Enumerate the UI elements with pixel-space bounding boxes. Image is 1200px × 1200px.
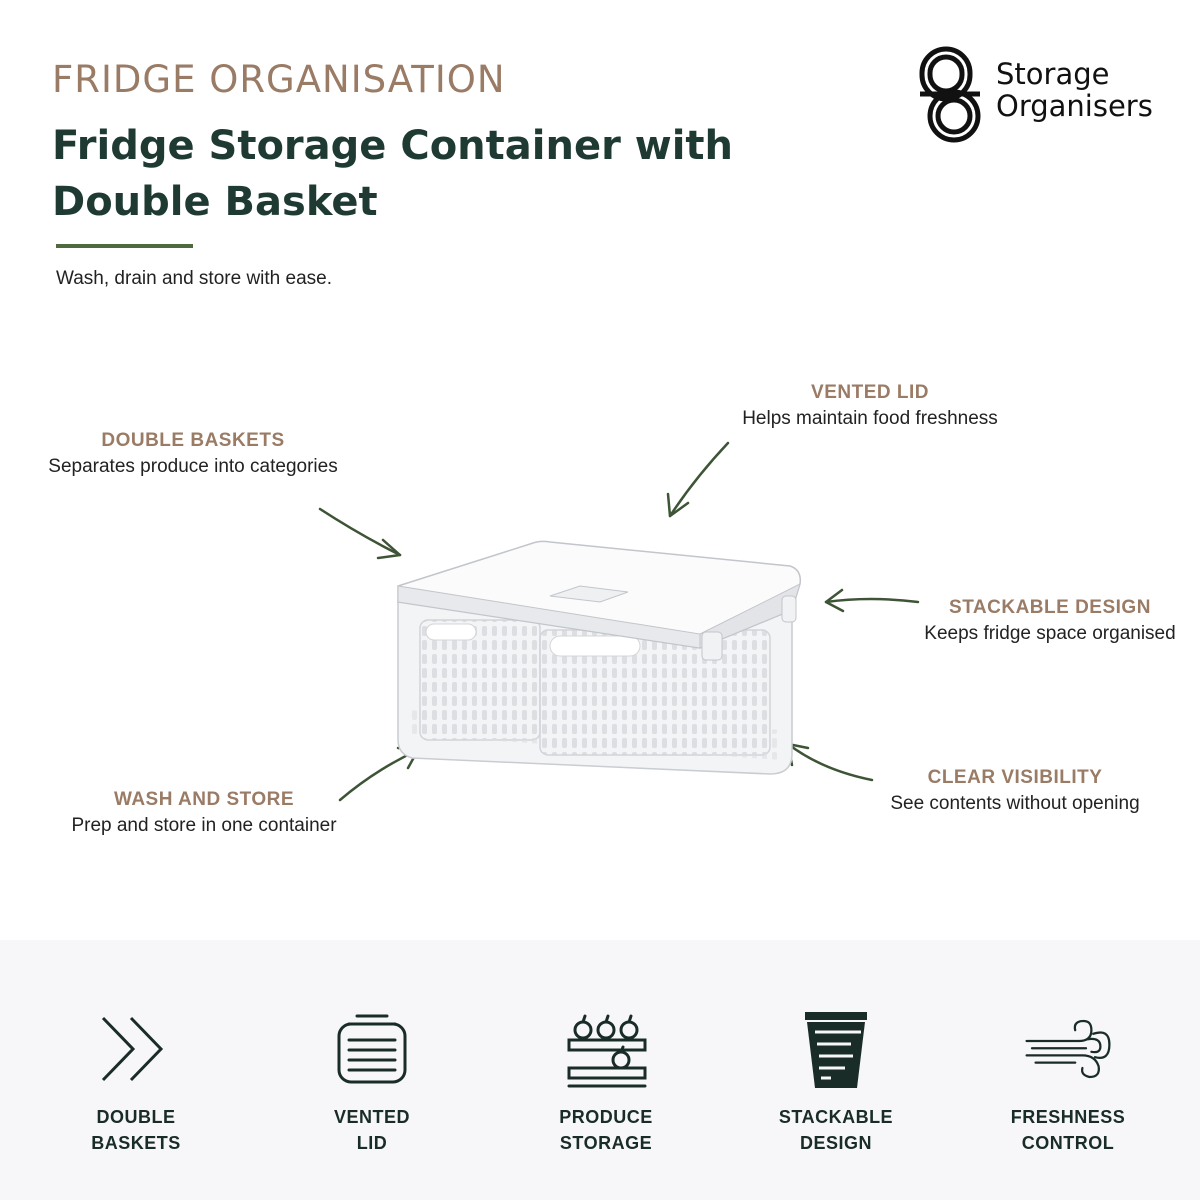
- callout-desc: Prep and store in one container: [71, 815, 337, 836]
- eyebrow-label: FRIDGE ORGANISATION: [52, 58, 506, 101]
- callout-title: VENTED LID: [811, 382, 929, 403]
- airflow-icon: [1025, 1019, 1111, 1079]
- callout-double-baskets: DOUBLE BASKETS Separates produce into ca…: [20, 428, 366, 480]
- callout-title: DOUBLE BASKETS: [101, 430, 285, 451]
- callout-wash-and-store: WASH AND STORE Prep and store in one con…: [44, 787, 364, 839]
- brand-name-line2: Organisers: [996, 89, 1153, 123]
- callout-arrows: [318, 441, 920, 802]
- interlocking-s-icon: [919, 46, 981, 143]
- basket-left: [419, 619, 541, 741]
- features-band: [0, 940, 1200, 1200]
- callout-desc: See contents without opening: [890, 793, 1140, 814]
- stack-container-icon: [805, 1012, 867, 1088]
- page-subtitle: Wash, drain and store with ease.: [56, 268, 332, 289]
- callout-title: STACKABLE DESIGN: [949, 597, 1151, 618]
- callout-title: CLEAR VISIBILITY: [927, 767, 1103, 788]
- brand-logo[interactable]: Storage Organisers: [918, 46, 1170, 144]
- double-chevron-icon: [101, 1016, 164, 1082]
- page-title: Fridge Storage Container with Double Bas…: [52, 123, 733, 225]
- vented-lid-icon: [337, 1014, 407, 1084]
- title-underline: [56, 244, 193, 248]
- produce-shelf-icon: [567, 1014, 647, 1088]
- callout-desc: Helps maintain food freshness: [742, 408, 998, 429]
- arrow-stackable: [824, 588, 920, 613]
- brand-name: Storage Organisers: [996, 58, 1153, 122]
- callout-desc: Keeps fridge space organised: [924, 623, 1176, 644]
- brand-name-line1: Storage: [996, 57, 1110, 91]
- arrow-double-baskets: [318, 507, 402, 560]
- callout-vented-lid: VENTED LID Helps maintain food freshness: [700, 380, 1040, 432]
- callout-clear-visibility: CLEAR VISIBILITY See contents without op…: [860, 765, 1170, 817]
- callout-desc: Separates produce into categories: [48, 456, 338, 477]
- callout-title: WASH AND STORE: [113, 789, 295, 810]
- storage-container-illustration: [397, 540, 802, 775]
- arrow-vented-lid: [666, 441, 730, 518]
- callout-stackable-design: STACKABLE DESIGN Keeps fridge space orga…: [900, 595, 1200, 647]
